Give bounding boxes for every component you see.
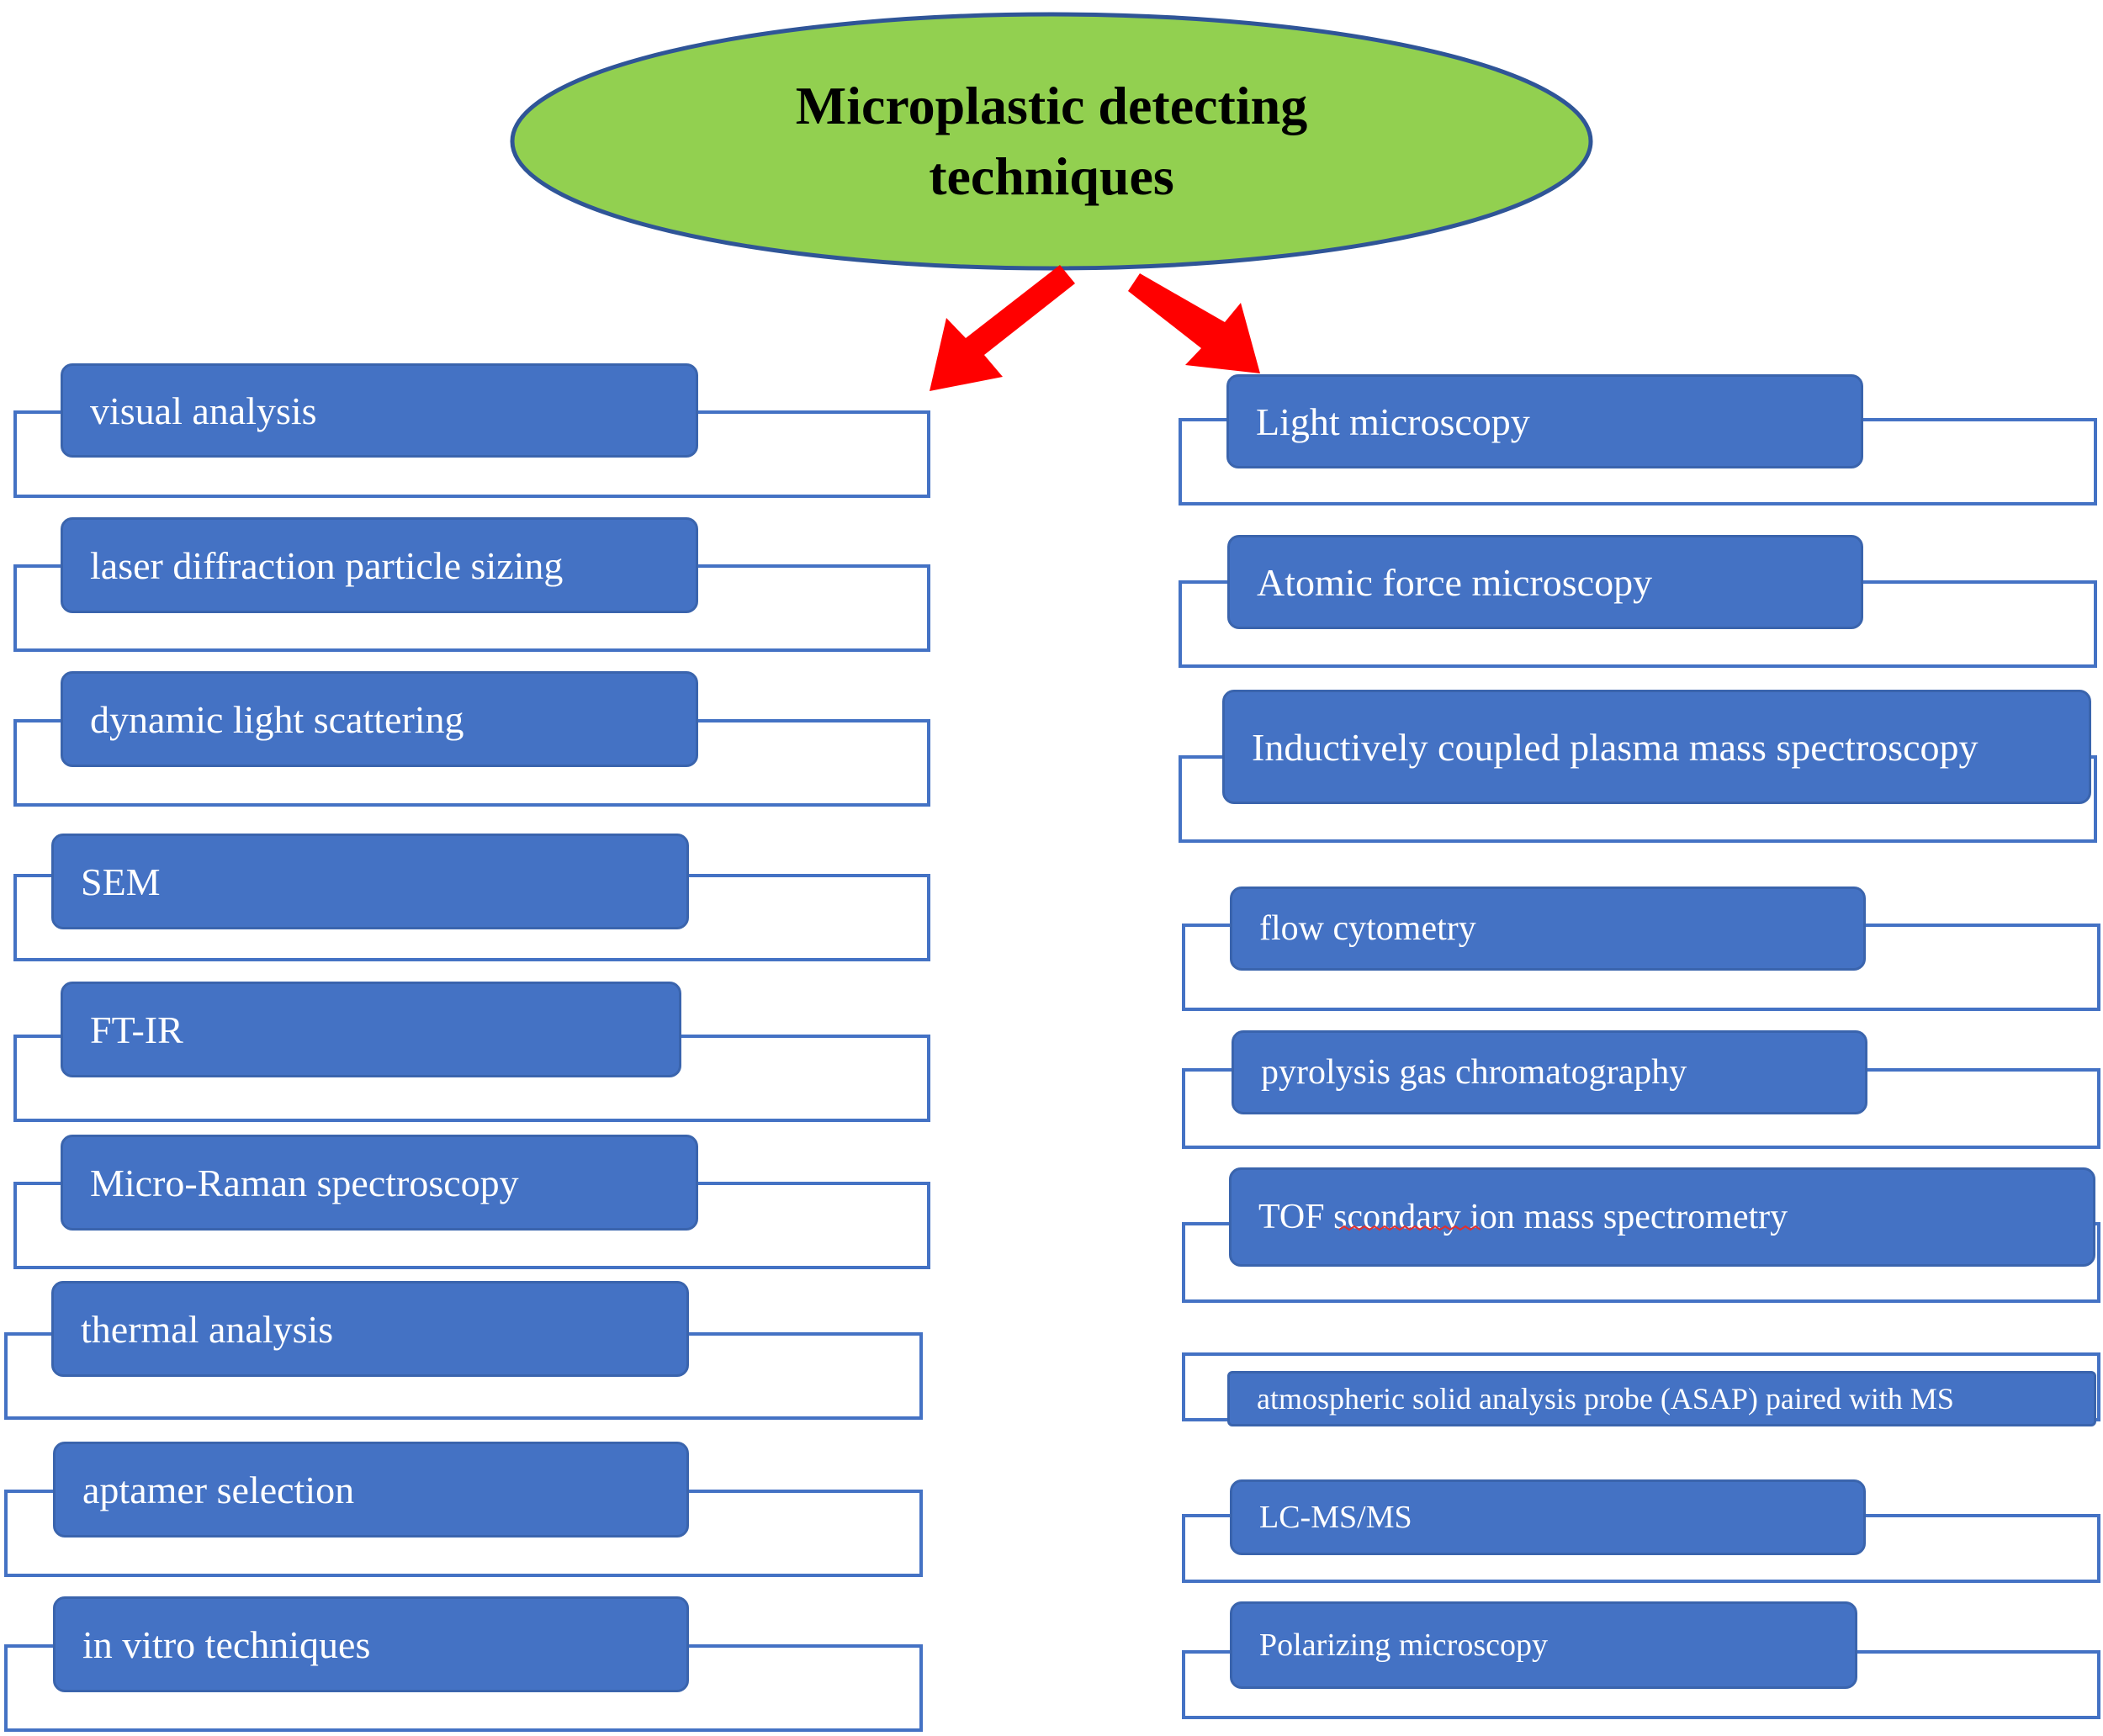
right-item-label: Light microscopy: [1256, 400, 1530, 443]
right-item-flow-cytometry: flow cytometry: [1230, 887, 1866, 971]
left-arrow: [930, 265, 1075, 391]
left-item-thermal-analysis: thermal analysis: [51, 1281, 689, 1377]
left-item-label: FT-IR: [90, 1008, 183, 1051]
right-item-lc-ms-ms: LC-MS/MS: [1230, 1479, 1866, 1555]
left-item-dynamic-light-scattering: dynamic light scattering: [61, 671, 698, 767]
right-item-label: Polarizing microscopy: [1259, 1628, 1548, 1663]
right-item-label: TOF scondary ion mass spectrometry: [1258, 1198, 1788, 1236]
right-item-label: flow cytometry: [1259, 909, 1476, 948]
right-item-tof-sims: TOF scondary ion mass spectrometry: [1229, 1167, 2095, 1267]
right-item-asap-ms: atmospheric solid analysis probe (ASAP) …: [1227, 1371, 2096, 1426]
left-item-label: aptamer selection: [82, 1468, 355, 1511]
right-item-label: atmospheric solid analysis probe (ASAP) …: [1257, 1382, 1954, 1416]
left-item-label: Micro-Raman spectroscopy: [90, 1161, 519, 1204]
left-item-label: visual analysis: [90, 389, 317, 432]
left-item-label: in vitro techniques: [82, 1622, 371, 1666]
left-item-in-vitro: in vitro techniques: [53, 1596, 689, 1692]
right-item-label: pyrolysis gas chromatography: [1261, 1053, 1687, 1092]
right-item-polarizing-microscopy: Polarizing microscopy: [1230, 1601, 1857, 1689]
left-item-label: dynamic light scattering: [90, 697, 464, 741]
title-ellipse: [510, 12, 1593, 271]
left-item-sem: SEM: [51, 834, 689, 929]
right-item-icp-ms: Inductively coupled plasma mass spectros…: [1222, 690, 2091, 804]
diagram-title: Microplastic detecting techniques: [509, 11, 1594, 272]
left-item-laser-diffraction: laser diffraction particle sizing: [61, 517, 698, 613]
title-line-2: techniques: [929, 146, 1174, 206]
left-item-label: SEM: [81, 860, 161, 903]
title-line-1: Microplastic detecting: [795, 76, 1308, 135]
left-item-ft-ir: FT-IR: [61, 982, 681, 1077]
right-item-label: LC-MS/MS: [1259, 1500, 1412, 1535]
left-item-micro-raman: Micro-Raman spectroscopy: [61, 1135, 698, 1231]
left-item-aptamer-selection: aptamer selection: [53, 1442, 689, 1538]
right-item-pyrolysis-gc: pyrolysis gas chromatography: [1232, 1030, 1867, 1114]
left-item-label: laser diffraction particle sizing: [90, 543, 564, 587]
right-item-atomic-force-microscopy: Atomic force microscopy: [1227, 535, 1863, 629]
spellcheck-underline: [1339, 1225, 1481, 1231]
right-item-label: Atomic force microscopy: [1257, 560, 1653, 604]
right-arrow: [1128, 273, 1260, 373]
left-item-label: thermal analysis: [81, 1307, 334, 1351]
right-item-label: Inductively coupled plasma mass spectros…: [1252, 725, 1979, 769]
right-item-light-microscopy: Light microscopy: [1226, 374, 1863, 468]
left-item-visual-analysis: visual analysis: [61, 363, 698, 458]
